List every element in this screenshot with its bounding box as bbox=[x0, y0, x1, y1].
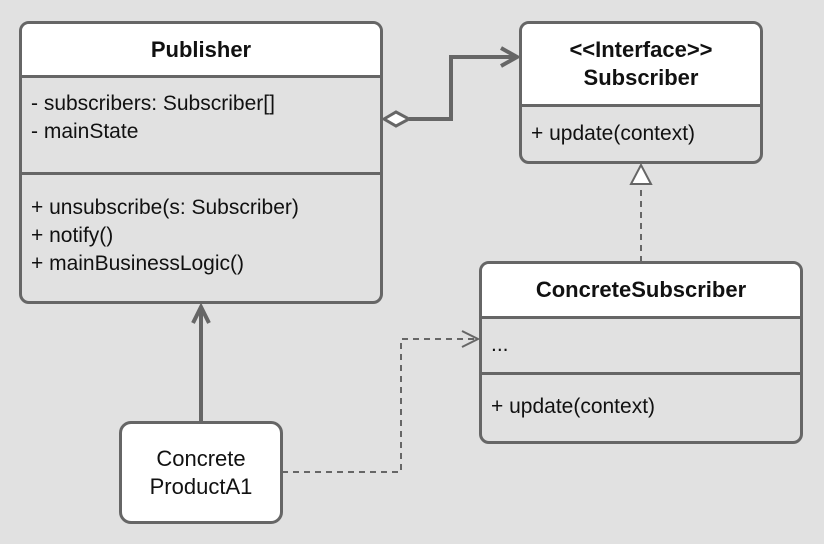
concrete-subscriber-title: ConcreteSubscriber bbox=[535, 277, 747, 302]
subscriber-method: + update(context) bbox=[531, 122, 696, 145]
dependency-line bbox=[282, 338, 478, 473]
publisher-field: - mainState bbox=[31, 120, 139, 143]
publisher-header: Publisher bbox=[22, 24, 380, 78]
subscriber-title: Subscriber bbox=[583, 65, 699, 90]
concrete-subscriber-field: ... bbox=[491, 333, 509, 356]
concrete-product-box[interactable]: Concrete ProductA1 bbox=[119, 421, 283, 524]
concrete-subscriber-fields: ... bbox=[482, 319, 800, 375]
publisher-methods: + unsubscribe(s: Subscriber) + notify() … bbox=[22, 175, 380, 278]
inheritance-arrowhead bbox=[191, 302, 211, 324]
aggregation-diamond bbox=[381, 110, 413, 128]
concrete-subscriber-class[interactable]: ConcreteSubscriber ... + update(context) bbox=[479, 261, 803, 444]
publisher-fields: - subscribers: Subscriber[] - mainState bbox=[22, 78, 380, 175]
aggregation-arrowhead bbox=[500, 46, 522, 68]
concrete-product-line: ProductA1 bbox=[149, 473, 253, 499]
subscriber-interface[interactable]: <<Interface>> Subscriber + update(contex… bbox=[519, 21, 763, 164]
publisher-class[interactable]: Publisher - subscribers: Subscriber[] - … bbox=[19, 21, 383, 304]
realization-triangle bbox=[629, 162, 653, 185]
concrete-subscriber-method: + update(context) bbox=[491, 395, 656, 418]
publisher-method: + mainBusinessLogic() bbox=[31, 252, 245, 275]
publisher-title: Publisher bbox=[150, 36, 252, 62]
publisher-method: + notify() bbox=[31, 224, 114, 247]
concrete-subscriber-methods: + update(context) bbox=[482, 375, 800, 421]
concrete-product-line: Concrete bbox=[156, 445, 246, 471]
publisher-method: + unsubscribe(s: Subscriber) bbox=[31, 196, 299, 219]
publisher-field: - subscribers: Subscriber[] bbox=[31, 92, 275, 115]
subscriber-methods: + update(context) bbox=[522, 107, 760, 148]
aggregation-line bbox=[409, 55, 517, 121]
subscriber-header: <<Interface>> Subscriber bbox=[522, 24, 760, 107]
concrete-subscriber-header: ConcreteSubscriber bbox=[482, 264, 800, 319]
subscriber-stereotype: <<Interface>> bbox=[569, 37, 713, 62]
dependency-arrowhead bbox=[461, 330, 481, 348]
